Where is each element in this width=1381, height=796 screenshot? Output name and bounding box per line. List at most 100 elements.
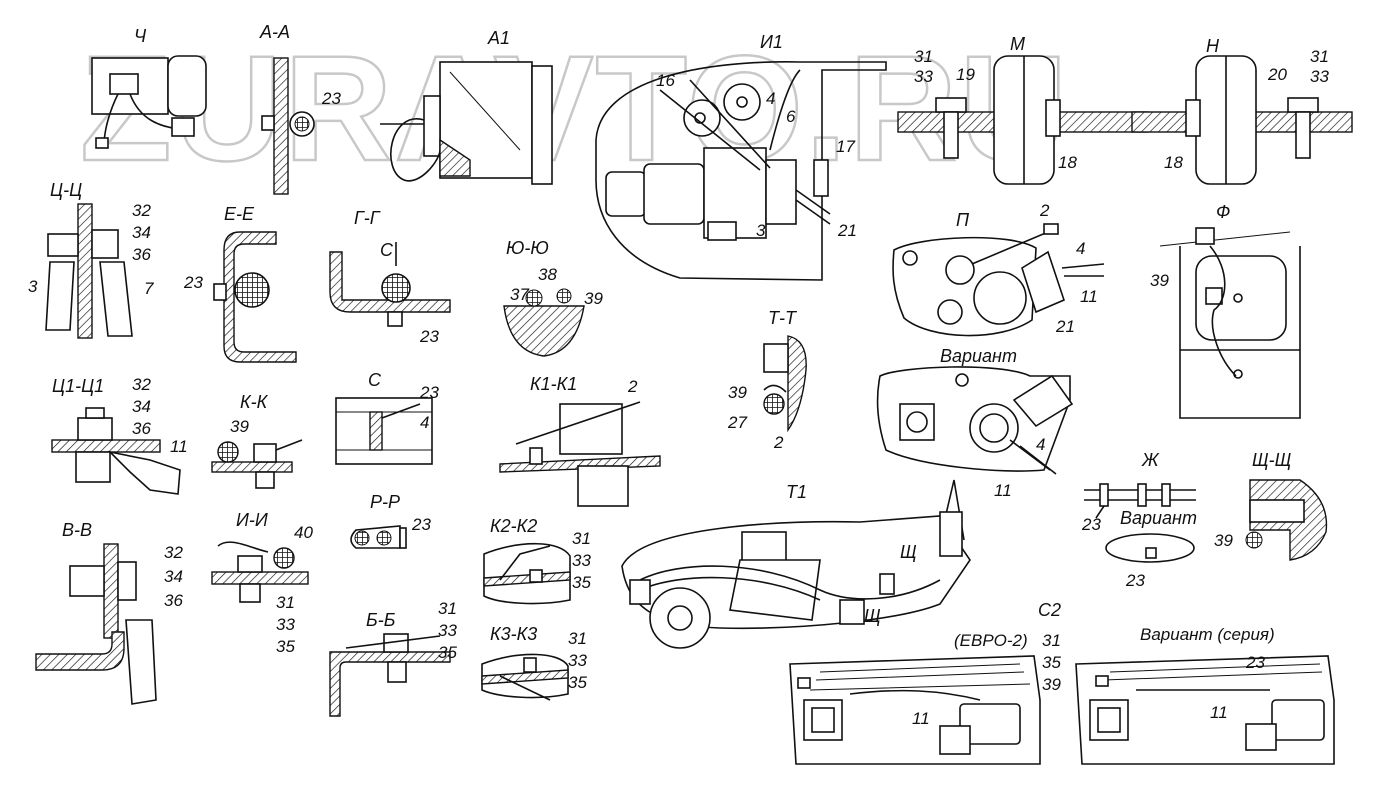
view-label-kk: К-К <box>240 392 269 412</box>
view-i1: И1 16 4 6 17 21 3 <box>595 32 887 281</box>
num-4-variant: 4 <box>1036 435 1045 454</box>
view-label-n: Н <box>1206 36 1220 56</box>
view-label-a1: А1 <box>487 28 510 48</box>
view-shsh: Щ-Щ 39 <box>1214 450 1328 561</box>
view-label-tt: Т-Т <box>768 308 798 328</box>
num-40: 40 <box>294 523 313 542</box>
num-33-ii: 33 <box>276 615 295 634</box>
num-11-c2b: 11 <box>1210 703 1228 722</box>
num-35-c2: 35 <box>1042 653 1061 672</box>
num-6: 6 <box>786 107 796 126</box>
view-k1k1: К1-К1 2 <box>499 374 661 507</box>
view-rr: Р-Р 23 <box>350 492 431 549</box>
num-27: 27 <box>727 413 747 432</box>
view-label-sh1: Щ <box>900 542 917 562</box>
num-31-k3: 31 <box>568 629 587 648</box>
view-c: С 23 4 <box>335 370 439 465</box>
view-ee: Е-Е 23 <box>183 204 297 363</box>
view-c2: С2 (ЕВРО-2) 31 35 39 11 Вариант (серия) … <box>789 600 1335 765</box>
view-a1: А1 <box>380 28 553 185</box>
num-2-k1: 2 <box>627 377 638 396</box>
view-zh: Ж 23 Вариант 23 <box>1081 450 1197 590</box>
view-label-k1k1: К1-К1 <box>530 374 577 394</box>
num-38: 38 <box>538 265 557 284</box>
view-n: Н 18 20 31 33 <box>1131 36 1353 185</box>
view-gg: Г-Г С 23 <box>329 208 451 346</box>
view-k3k3: К3-К3 31 33 35 <box>481 624 587 701</box>
view-label-c-arrow: С <box>380 240 394 260</box>
num-31-c2: 31 <box>1042 631 1061 650</box>
view-label-bb: Б-Б <box>366 610 396 630</box>
num-23-ee: 23 <box>183 273 203 292</box>
view-label-yuyu: Ю-Ю <box>506 238 549 258</box>
view-label-k2k2: К2-К2 <box>490 516 537 536</box>
num-31-ii: 31 <box>276 593 295 612</box>
num-16: 16 <box>656 71 675 90</box>
num-4-i1: 4 <box>766 89 775 108</box>
num-34-ts1: 34 <box>132 397 151 416</box>
num-20: 20 <box>1267 65 1287 84</box>
view-label-ee: Е-Е <box>224 204 255 224</box>
num-39-shsh: 39 <box>1214 531 1233 550</box>
label-variant-seriya: Вариант (серия) <box>1140 625 1275 644</box>
view-label-ii: И-И <box>236 510 268 530</box>
view-label-p: П <box>956 210 970 230</box>
num-11-ts1: 11 <box>170 437 188 456</box>
view-label-sh2: Щ <box>864 606 881 626</box>
num-18-m: 18 <box>1058 153 1077 172</box>
num-39-f: 39 <box>1150 271 1169 290</box>
view-label-t1: Т1 <box>786 482 807 502</box>
view-k2k2: К2-К2 31 33 35 <box>483 516 591 605</box>
num-3-tsts: 3 <box>28 277 38 296</box>
num-33-bb: 33 <box>438 621 457 640</box>
num-33-m: 33 <box>914 67 933 86</box>
num-37: 37 <box>510 285 529 304</box>
num-23-c2: 23 <box>1245 653 1265 672</box>
view-label-ch: Ч <box>134 26 147 46</box>
num-31-m: 31 <box>914 47 933 66</box>
view-kk: К-К 39 <box>211 392 303 489</box>
num-17: 17 <box>836 137 855 156</box>
view-label-m: М <box>1010 34 1025 54</box>
num-39-kk: 39 <box>230 417 249 436</box>
view-label-variant: Вариант <box>940 346 1017 366</box>
num-39-yuyu: 39 <box>584 289 603 308</box>
num-11-p: 11 <box>1080 287 1098 306</box>
num-23-zh2: 23 <box>1125 571 1145 590</box>
num-33-k3: 33 <box>568 651 587 670</box>
view-t1: Т1 Щ Щ <box>621 479 971 649</box>
view-label-rr: Р-Р <box>370 492 400 512</box>
num-7: 7 <box>144 279 154 298</box>
view-ii: И-И 40 31 33 35 <box>211 510 313 656</box>
view-label-f: Ф <box>1216 202 1230 222</box>
num-35-k2: 35 <box>572 573 591 592</box>
num-23-gg: 23 <box>419 327 439 346</box>
num-34-tsts: 34 <box>132 223 151 242</box>
view-aa: А-А 23 <box>259 22 341 195</box>
num-39-c2: 39 <box>1042 675 1061 694</box>
num-4-p: 4 <box>1076 239 1085 258</box>
view-f: Ф 39 <box>1150 202 1301 419</box>
num-34-vv: 34 <box>164 567 183 586</box>
num-23-c: 23 <box>419 383 439 402</box>
view-label-zh: Ж <box>1141 450 1160 470</box>
view-label-i1: И1 <box>760 32 783 52</box>
view-tsts: Ц-Ц 32 34 36 3 7 <box>28 180 154 339</box>
num-35-bb: 35 <box>438 643 457 662</box>
num-36-vv: 36 <box>164 591 183 610</box>
num-2-tt: 2 <box>773 433 784 452</box>
view-label-shsh: Щ-Щ <box>1252 450 1292 470</box>
view-label-zh-variant: Вариант <box>1120 508 1197 528</box>
view-label-c2: С2 <box>1038 600 1061 620</box>
num-23-zh1: 23 <box>1081 515 1101 534</box>
num-35-ii: 35 <box>276 637 295 656</box>
view-label-k3k3: К3-К3 <box>490 624 537 644</box>
view-label-c: С <box>368 370 382 390</box>
num-31-n: 31 <box>1310 47 1329 66</box>
view-tt: Т-Т 39 27 2 <box>727 308 807 452</box>
num-3-i1: 3 <box>756 221 766 240</box>
view-p: П 2 4 11 21 <box>892 201 1105 337</box>
view-ts1ts1: Ц1-Ц1 32 34 36 11 <box>51 375 188 495</box>
num-32-vv: 32 <box>164 543 183 562</box>
view-variant-p: Вариант 4 11 <box>876 346 1074 500</box>
